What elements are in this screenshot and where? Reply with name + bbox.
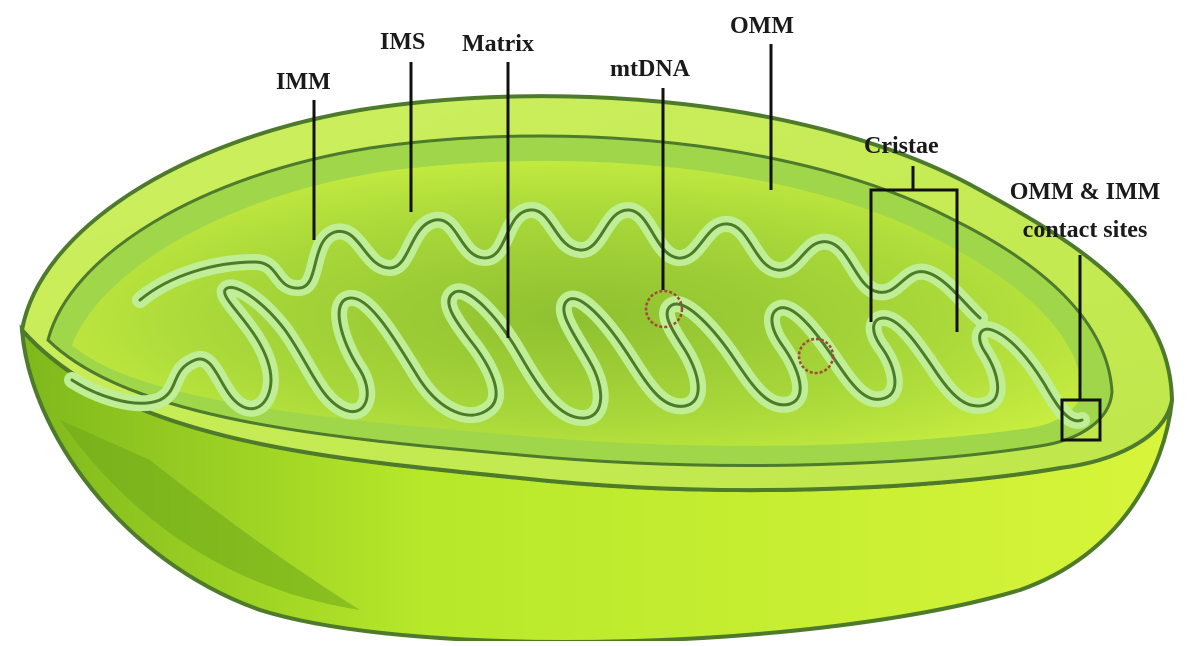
- imm-label: IMM: [276, 70, 331, 94]
- ims-label: IMS: [380, 30, 425, 54]
- cristae-label: Cristae: [864, 134, 939, 158]
- mtdna-label: mtDNA: [610, 57, 690, 81]
- matrix-label: Matrix: [462, 32, 534, 56]
- omm-label: OMM: [730, 14, 794, 38]
- contact-sites-label-line1: OMM & IMM: [990, 180, 1180, 204]
- contact-sites-label-line2: contact sites: [990, 218, 1180, 242]
